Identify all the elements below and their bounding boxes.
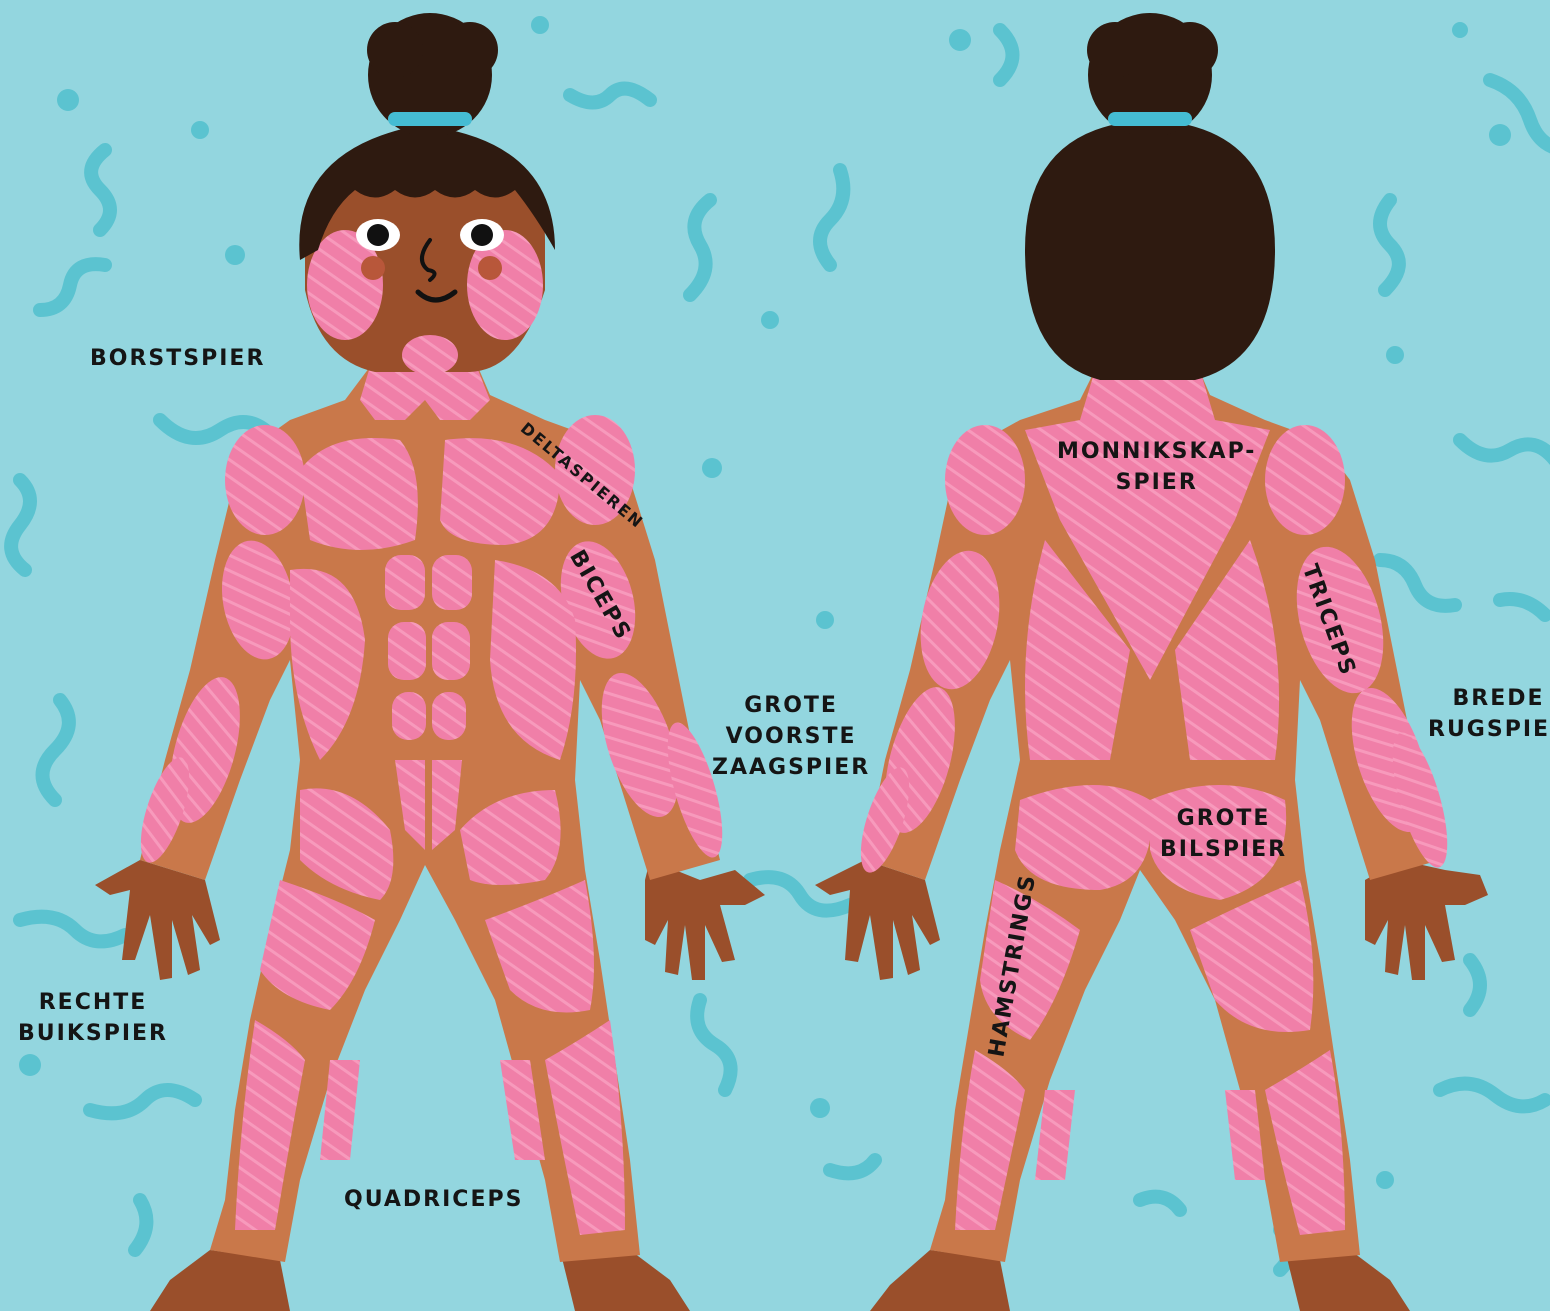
label-quadriceps: QUADRICEPS	[344, 1184, 523, 1215]
front-hair-band	[388, 112, 472, 126]
label-gluteus: GROTE BILSPIER	[1160, 803, 1287, 865]
label-serratus: GROTE VOORSTE ZAAGSPIER	[712, 690, 870, 783]
label-latissimus: BREDE RUGSPIER	[1428, 683, 1550, 745]
front-chin-muscle	[402, 335, 458, 375]
back-head-hair	[1025, 120, 1275, 380]
front-figure	[95, 13, 765, 1311]
label-trapezius: MONNIKSKAP- SPIER	[1057, 436, 1256, 498]
back-hair-band	[1108, 112, 1192, 126]
label-rectus-abdominis: RECHTE BUIKSPIER	[18, 987, 168, 1049]
label-pectoral: BORSTSPIER	[90, 343, 265, 374]
